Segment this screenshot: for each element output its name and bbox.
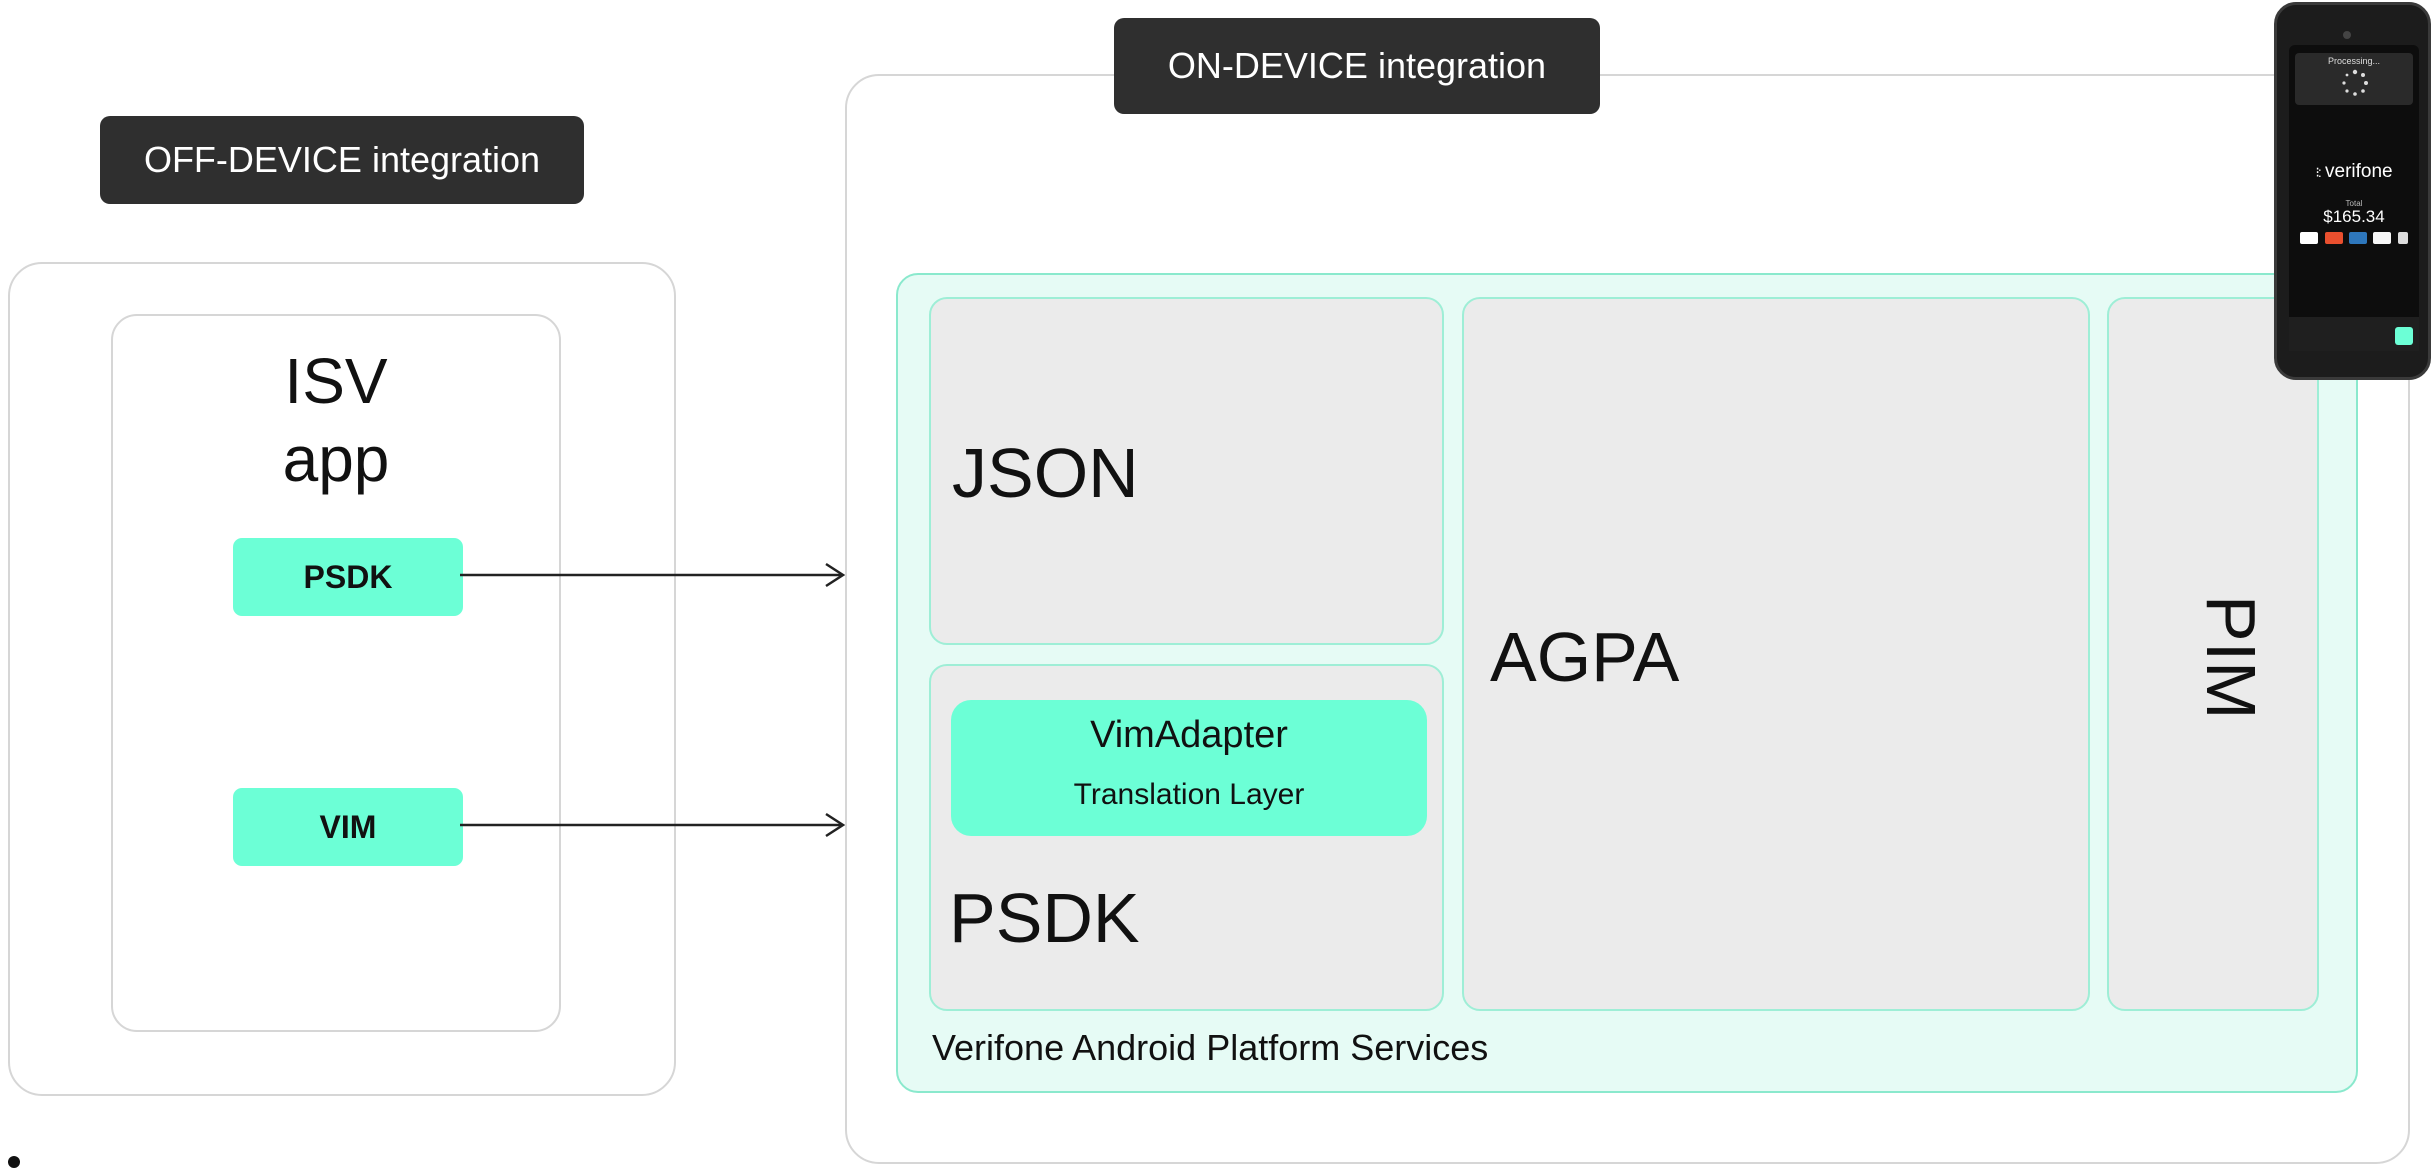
psdk-arrow <box>460 562 846 588</box>
contactless-icon <box>2397 232 2408 244</box>
vimadapter-title: VimAdapter <box>1090 714 1288 756</box>
amex-icon <box>2349 232 2367 244</box>
off-device-title: OFF-DEVICE integration <box>100 116 584 204</box>
isv-app-box: ISV app PSDK VIM <box>111 314 561 1032</box>
json-panel: JSON <box>929 297 1444 645</box>
terminal-brand: ⁝: verifone <box>2289 161 2419 183</box>
isv-app-line2: app <box>282 423 390 495</box>
total-label: Total <box>2345 199 2363 208</box>
camera-icon <box>2343 31 2351 39</box>
psdk-panel: VimAdapter Translation Layer PSDK <box>929 664 1444 1011</box>
on-device-title: ON-DEVICE integration <box>1114 18 1600 114</box>
verifone-logo-icon: ⁝: <box>2315 164 2322 180</box>
terminal-bottom-bar <box>2289 317 2419 351</box>
app-icon[interactable] <box>2395 327 2413 345</box>
psdk-label: PSDK <box>949 879 1140 957</box>
platform-services-label: Verifone Android Platform Services <box>932 1027 1489 1068</box>
isv-app-label: ISV app <box>113 342 559 498</box>
card-logos <box>2289 231 2419 249</box>
discover-icon <box>2373 232 2392 244</box>
bullet-dot <box>8 1156 20 1168</box>
vim-arrow <box>460 812 846 838</box>
total-amount: $165.34 <box>2323 207 2385 226</box>
psdk-button[interactable]: PSDK <box>233 538 463 616</box>
brand-text: verifone <box>2325 161 2393 182</box>
spinner-icon <box>2342 69 2368 96</box>
json-label: JSON <box>952 434 1139 512</box>
status-text: Processing... <box>2327 56 2381 66</box>
off-device-container: ISV app PSDK VIM <box>8 262 676 1096</box>
vimadapter-box: VimAdapter Translation Layer <box>951 700 1427 836</box>
pim-panel: PIM <box>2107 297 2319 1011</box>
vimadapter-subtitle: Translation Layer <box>1073 778 1305 811</box>
agpa-label: AGPA <box>1490 618 1680 696</box>
isv-app-line1: ISV <box>284 345 388 417</box>
status-card: Processing... <box>2295 53 2413 105</box>
pim-label: PIM <box>2192 595 2270 720</box>
visa-icon <box>2300 232 2319 244</box>
terminal-screen: Processing... ⁝: verifone Total $165.34 <box>2289 45 2419 351</box>
mastercard-icon <box>2324 232 2343 244</box>
agpa-panel: AGPA <box>1462 297 2090 1011</box>
payment-terminal: Processing... ⁝: verifone Total $165.34 <box>2274 2 2431 380</box>
vim-button[interactable]: VIM <box>233 788 463 866</box>
